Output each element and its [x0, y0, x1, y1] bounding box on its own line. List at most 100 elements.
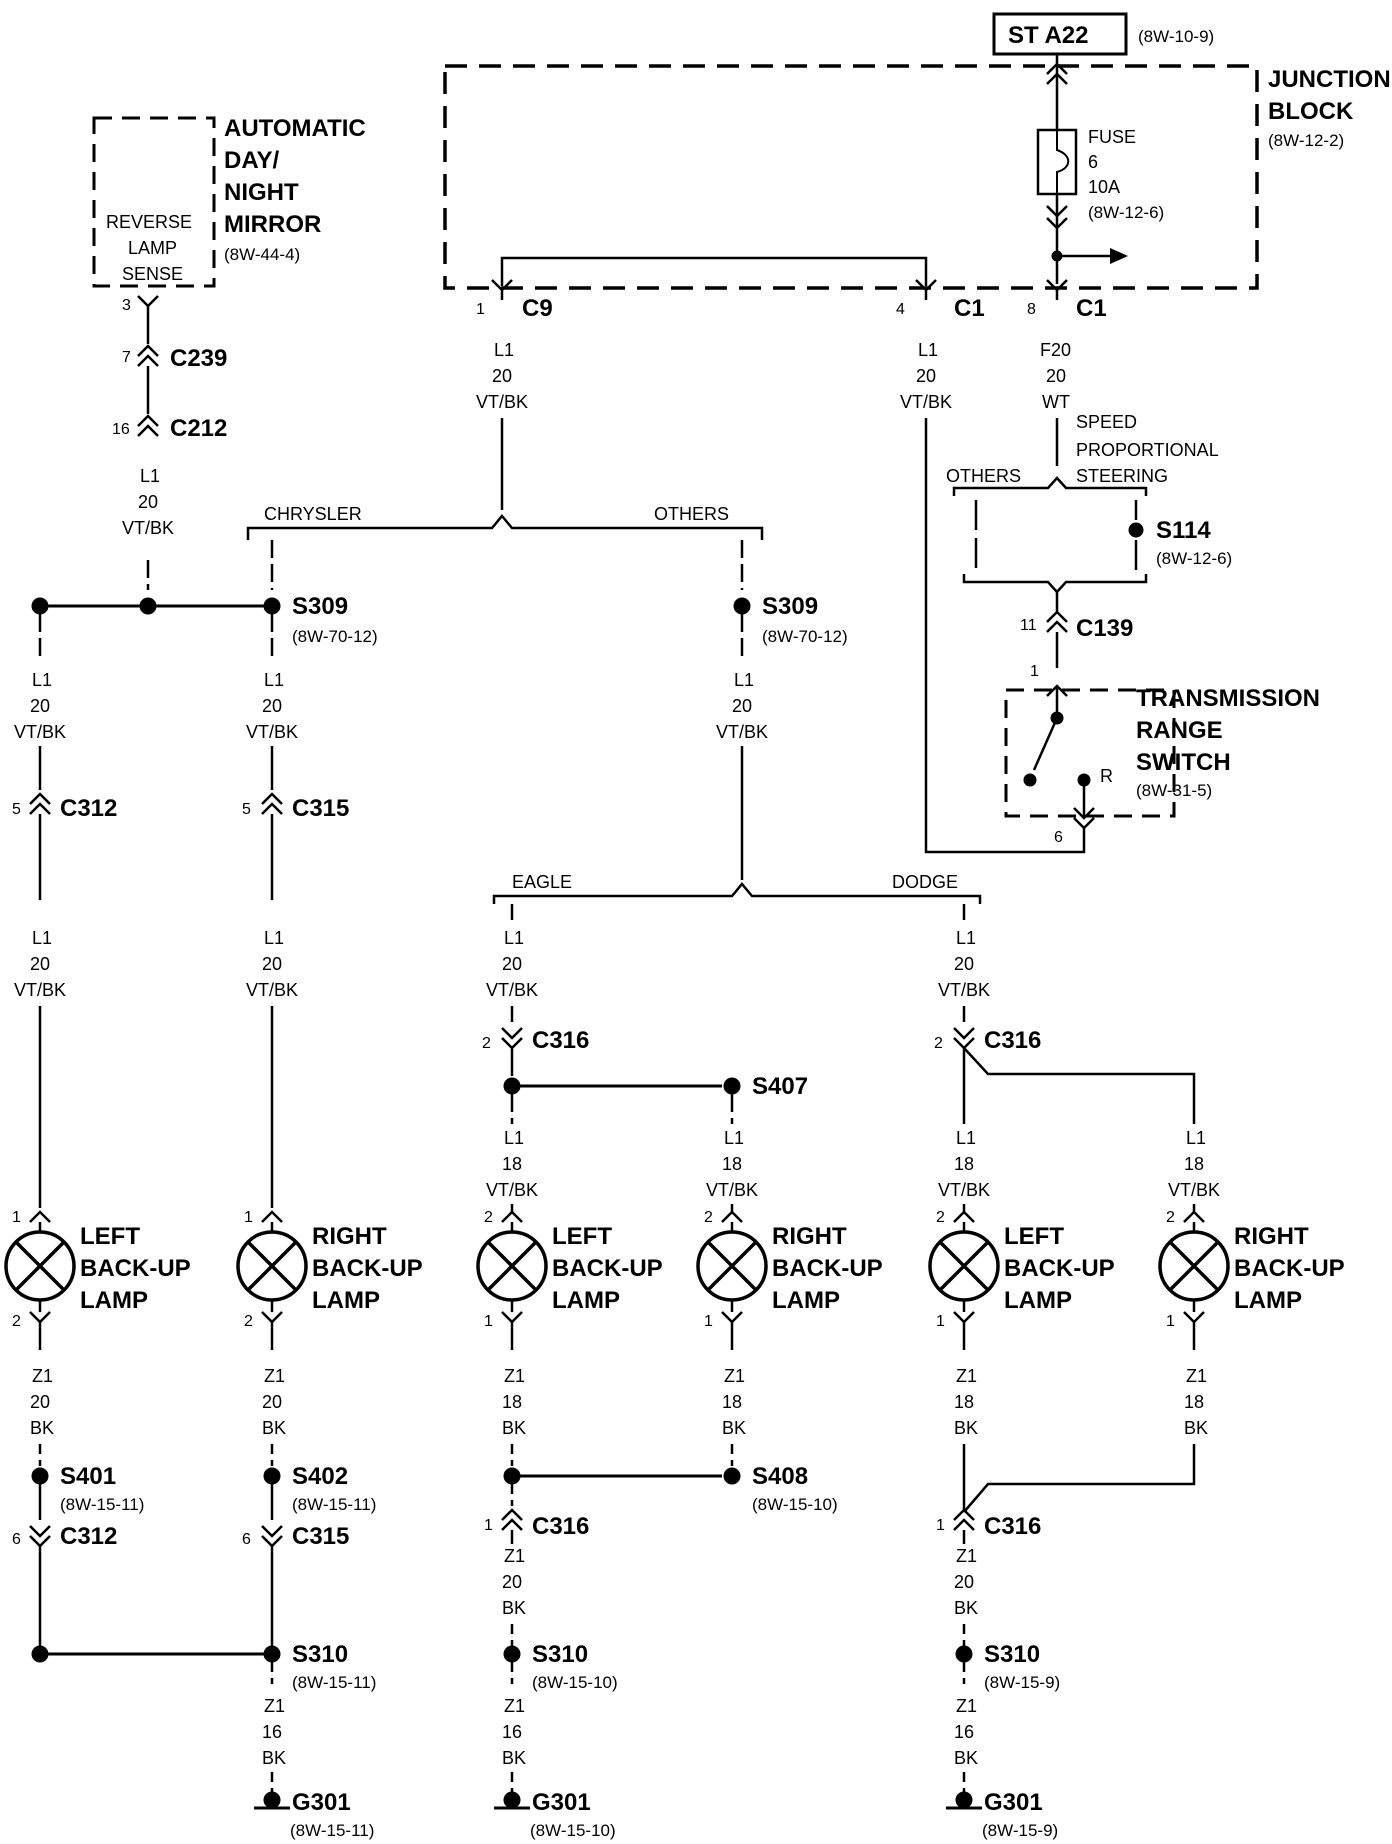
- wire-label: 20: [732, 696, 752, 716]
- junction-block-title-2: BLOCK: [1268, 98, 1354, 125]
- wire-label: VT/BK: [716, 722, 768, 742]
- trs-title-3: SWITCH: [1136, 749, 1231, 776]
- connector-c239: 7 C239: [122, 344, 227, 414]
- lamp-label: BACK-UP: [1004, 1255, 1115, 1282]
- pin-label: 2: [704, 1209, 713, 1226]
- mirror-pin-function: SENSE: [122, 264, 183, 284]
- wire-label: VT/BK: [476, 392, 528, 412]
- splice-ref: (8W-15-9): [984, 1673, 1060, 1692]
- pin-label: 5: [12, 801, 21, 818]
- pin-label: 1: [1030, 663, 1039, 680]
- fuse-6: FUSE 6 10A (8W-12-6): [1036, 127, 1164, 222]
- wire-l1-mirror: L1 20 VT/BK: [122, 466, 174, 590]
- wire-label: L1: [956, 928, 976, 948]
- lamp-label: RIGHT: [772, 1223, 847, 1250]
- option-label: DODGE: [892, 872, 958, 892]
- fuse-number: 6: [1088, 152, 1098, 172]
- column-c-upper: L1 20 VT/BK 2 C316 L1 18 VT/BK: [482, 904, 722, 1214]
- wire-label: BK: [954, 1418, 978, 1438]
- mirror-ref: (8W-44-4): [224, 245, 300, 264]
- connector-c139: 11 C139: [1020, 610, 1133, 668]
- column-f-upper: L1 18 VT/BK: [1168, 1128, 1220, 1214]
- wire-l1-c1: L1 20 VT/BK: [900, 340, 1086, 854]
- wire-label: VT/BK: [14, 980, 66, 1000]
- wire-label: BK: [502, 1418, 526, 1438]
- splice-label: S309: [762, 593, 818, 620]
- pin-label: 1: [484, 1313, 493, 1330]
- wire-label: 18: [1184, 1154, 1204, 1174]
- option-label: PROPORTIONAL: [1076, 440, 1219, 460]
- connector-label: C316: [984, 1513, 1041, 1540]
- wire-label: 20: [262, 954, 282, 974]
- column-c-lower: Z1 18 BK 1 C316 Z1 20 BK S310 (8W-15-10)…: [484, 1322, 722, 1794]
- wire-label: L1: [724, 1128, 744, 1148]
- wire-label: VT/BK: [246, 722, 298, 742]
- wire-label: VT/BK: [246, 980, 298, 1000]
- jb-connector-c1-pin8: 8 C1: [1027, 279, 1107, 322]
- pin-label: 2: [934, 1035, 943, 1052]
- wire-label: L1: [32, 670, 52, 690]
- wire-label: BK: [954, 1598, 978, 1618]
- column-e-lower: Z1 18 BK 1 C316 Z1 20 BK S310 (8W-15-9) …: [936, 1322, 1196, 1794]
- connector-label: C316: [532, 1513, 589, 1540]
- pin-label: 2: [936, 1209, 945, 1226]
- ground-label: G301: [984, 1789, 1043, 1816]
- branch-eagle-dodge: EAGLE DODGE: [492, 872, 982, 904]
- wire-label: BK: [1184, 1418, 1208, 1438]
- lamp-label: LEFT: [552, 1223, 612, 1250]
- range-r-label: R: [1100, 766, 1113, 786]
- column-b-lower: Z1 20 BK S402 (8W-15-11) 6 C315 S310 (8W…: [242, 1322, 376, 1794]
- option-label: EAGLE: [512, 872, 572, 892]
- ground-label: G301: [532, 1789, 591, 1816]
- wire-label: Z1: [1186, 1366, 1207, 1386]
- splice-label: S408: [752, 1463, 808, 1490]
- transmission-range-switch: 1 R 6 TRANSMISSION RANGE SWITCH (8W-31-5…: [1004, 663, 1320, 846]
- lamp-label: BACK-UP: [1234, 1255, 1345, 1282]
- column-a-upper: L1 20 VT/BK 5 C312 L1 20 VT/BK: [12, 614, 117, 1208]
- connector-label: C315: [292, 1523, 349, 1550]
- pin-label: 2: [244, 1313, 253, 1330]
- wire-label: L1: [494, 340, 514, 360]
- wire-label: 18: [502, 1392, 522, 1412]
- junction-block: JUNCTION BLOCK (8W-12-2) FUSE 6 10A (8W-…: [443, 54, 1391, 290]
- pin-label: 2: [1166, 1209, 1175, 1226]
- connector-label: C1: [954, 295, 985, 322]
- wire-label: L1: [264, 670, 284, 690]
- splice-ref: (8W-70-12): [762, 627, 848, 646]
- source-ref: (8W-10-9): [1138, 27, 1214, 46]
- wire-label: L1: [140, 466, 160, 486]
- wire-label: VT/BK: [486, 980, 538, 1000]
- lamp-label: LEFT: [1004, 1223, 1064, 1250]
- others-trunk: L1 20 VT/BK: [716, 614, 768, 880]
- wire-label: 18: [954, 1154, 974, 1174]
- wire-label: VT/BK: [938, 980, 990, 1000]
- lamp-label: LAMP: [1234, 1287, 1302, 1314]
- wire-f20: F20 20 WT: [1040, 340, 1071, 466]
- sps-options: SPEED PROPORTIONAL STEERING OTHERS S114 …: [946, 412, 1232, 612]
- wire-label: 16: [502, 1722, 522, 1742]
- automatic-day-night-mirror: AUTOMATIC DAY/ NIGHT MIRROR (8W-44-4) RE…: [92, 115, 366, 344]
- wire-label: 20: [502, 1572, 522, 1592]
- source-box-label: ST A22: [1008, 22, 1088, 49]
- wire-label: L1: [504, 928, 524, 948]
- splice-label: S402: [292, 1463, 348, 1490]
- splice-label: S310: [532, 1641, 588, 1668]
- wire-label: Z1: [504, 1546, 525, 1566]
- connector-c212: 16 C212: [112, 414, 227, 442]
- connector-label: C316: [532, 1027, 589, 1054]
- splice-label: S310: [984, 1641, 1040, 1668]
- branch-chrysler-others: CHRYSLER OTHERS: [246, 504, 764, 590]
- wire-label: 20: [954, 954, 974, 974]
- splice-s408: Z1 18 BK S408 (8W-15-10): [722, 1322, 838, 1514]
- wire-label: BK: [502, 1598, 526, 1618]
- wire-l1-c9: L1 20 VT/BK: [476, 340, 528, 510]
- wire-label: L1: [264, 928, 284, 948]
- connector-label: C239: [170, 345, 227, 372]
- wire-label: 18: [954, 1392, 974, 1412]
- pin-label: 16: [112, 421, 130, 438]
- splice-label: S401: [60, 1463, 116, 1490]
- source-st-a22: ST A22 (8W-10-9): [992, 12, 1214, 56]
- option-label: STEERING: [1076, 466, 1168, 486]
- pin-label: 1: [936, 1517, 945, 1534]
